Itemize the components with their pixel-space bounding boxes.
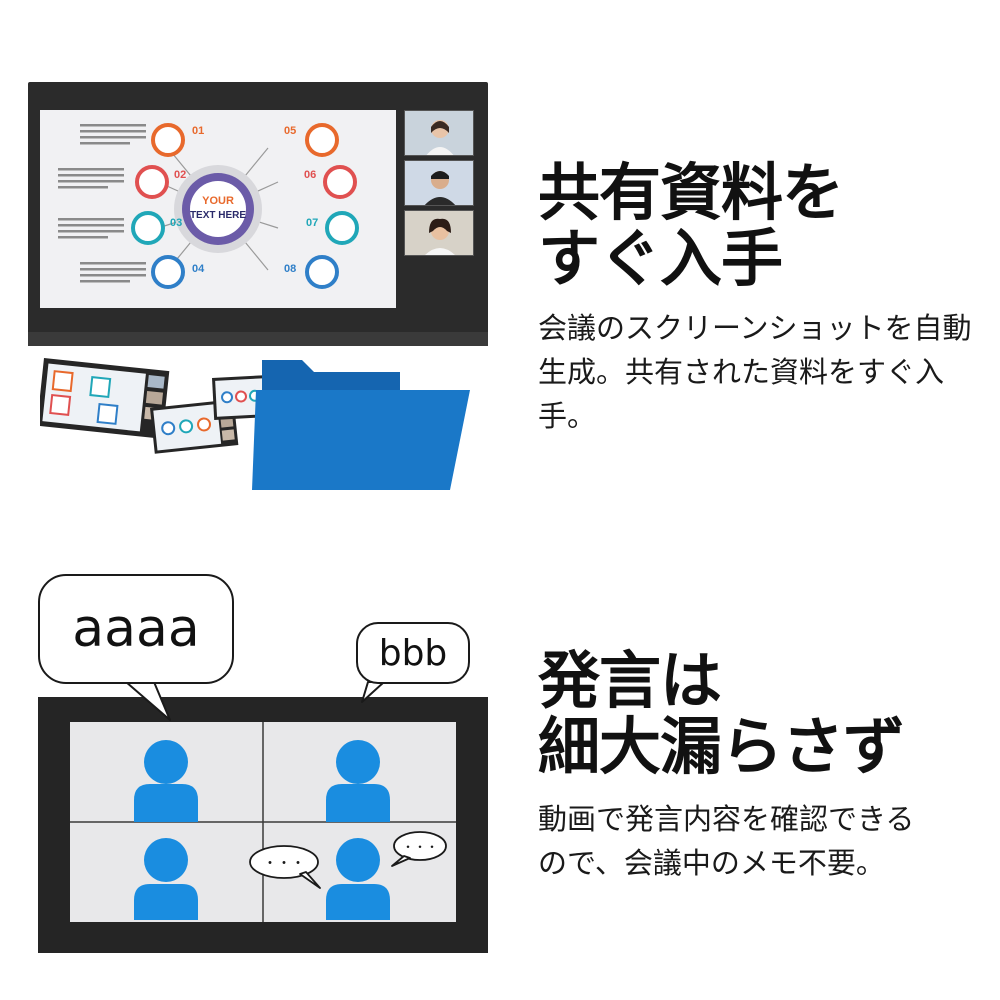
slide-num-01: 01 bbox=[192, 125, 204, 137]
folder-icon bbox=[252, 360, 470, 490]
section1-heading: 共有資料を すぐ入手 bbox=[538, 160, 978, 292]
section1-description-line2: 生成。共有された資料をすぐ入 bbox=[538, 355, 945, 389]
speech-bubble-aaaa: aaaa bbox=[38, 574, 234, 684]
participant-video-3 bbox=[404, 210, 474, 256]
shared-slide: YOUR TEXT HERE 01 02 03 04 05 06 07 08 bbox=[40, 110, 396, 308]
slide-num-08: 08 bbox=[284, 263, 296, 275]
section1-description-line3: 手。 bbox=[538, 399, 597, 433]
section2-description-line1: 動画で発言内容を確認できる bbox=[538, 802, 915, 836]
slide-num-06: 06 bbox=[304, 169, 316, 181]
slide-num-04: 04 bbox=[192, 263, 205, 275]
section2-description: 動画で発言内容を確認できる ので、会議中のメモ不要。 bbox=[538, 797, 988, 885]
section2-description-line2: ので、会議中のメモ不要。 bbox=[538, 846, 885, 880]
infographic-slide: YOUR TEXT HERE 01 02 03 04 05 06 07 08 bbox=[58, 123, 359, 289]
slide-num-03: 03 bbox=[170, 217, 182, 229]
speech-bubble-bbb: bbb bbox=[356, 622, 470, 684]
participant-grid bbox=[70, 722, 456, 922]
monitor-base bbox=[28, 332, 488, 346]
participant-video-2 bbox=[404, 160, 474, 206]
slide-num-07: 07 bbox=[306, 217, 318, 229]
speech-bubble-aaaa-text: aaaa bbox=[72, 599, 200, 659]
speech-bubble-bbb-text: bbb bbox=[378, 632, 448, 674]
section1-description: 会議のスクリーンショットを自動 生成。共有された資料をすぐ入 手。 bbox=[538, 306, 988, 438]
section1-heading-line1: 共有資料を bbox=[538, 156, 844, 229]
section2-heading-line1: 発言は bbox=[538, 644, 722, 717]
section1-heading-line2: すぐ入手 bbox=[538, 222, 783, 295]
participant-video-1 bbox=[404, 110, 474, 156]
slide-center-text-1: YOUR bbox=[202, 195, 234, 207]
section1-description-line1: 会議のスクリーンショットを自動 bbox=[538, 311, 972, 345]
section2-heading-line2: 細大漏らさず bbox=[538, 710, 905, 783]
slide-center-text-2: TEXT HERE bbox=[190, 210, 246, 221]
section2-heading: 発言は 細大漏らさず bbox=[538, 648, 978, 780]
screenshot-thumbnails-folder bbox=[40, 358, 470, 490]
slide-num-02: 02 bbox=[174, 169, 186, 181]
slide-num-05: 05 bbox=[284, 125, 296, 137]
